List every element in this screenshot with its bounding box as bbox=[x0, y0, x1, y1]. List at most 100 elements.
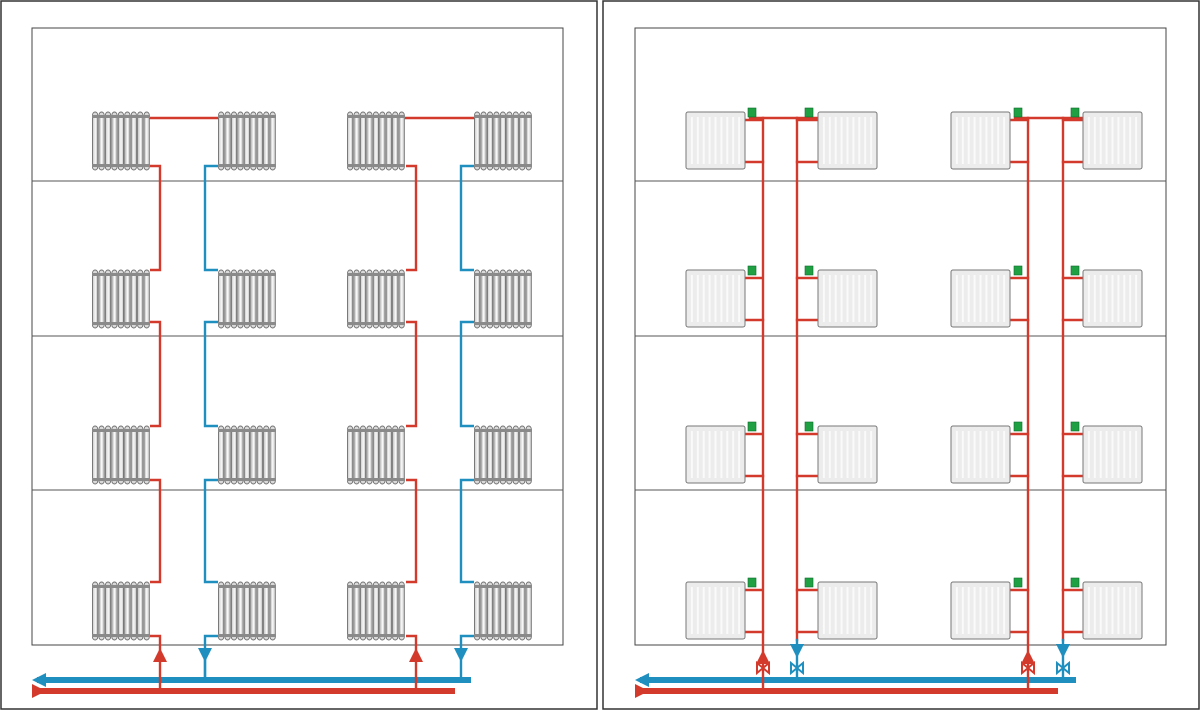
radiator-bottom-collector bbox=[218, 164, 276, 167]
radiator-top-collector bbox=[347, 273, 405, 276]
thermostatic-valve bbox=[1070, 107, 1080, 118]
radiator-bottom-collector bbox=[474, 478, 532, 481]
thermostatic-valve bbox=[747, 421, 757, 432]
sectional-radiator bbox=[474, 581, 532, 641]
radiator-bottom-collector bbox=[347, 478, 405, 481]
thermostatic-valve bbox=[804, 265, 814, 276]
radiator-bottom-collector bbox=[92, 478, 150, 481]
thermostatic-valve bbox=[804, 577, 814, 588]
return-riser-segment bbox=[203, 478, 218, 584]
balancing-valve bbox=[756, 660, 770, 676]
supply-flow-arrow bbox=[32, 684, 46, 698]
radiator-top-collector bbox=[218, 273, 276, 276]
thermostatic-valve bbox=[1013, 421, 1023, 432]
thermostatic-valve bbox=[747, 107, 757, 118]
sectional-radiator bbox=[218, 425, 276, 485]
right-panel-frame bbox=[602, 0, 1200, 710]
panel-radiator bbox=[950, 111, 1011, 170]
sectional-radiator bbox=[347, 581, 405, 641]
radiator-top-collector bbox=[474, 585, 532, 588]
return-down-arrow bbox=[454, 648, 468, 662]
radiator-bottom-collector bbox=[92, 322, 150, 325]
radiator-top-collector bbox=[218, 429, 276, 432]
return-riser-segment bbox=[459, 164, 474, 272]
thermostatic-valve bbox=[747, 265, 757, 276]
radiator-bottom-collector bbox=[92, 634, 150, 637]
radiator-top-collector bbox=[218, 585, 276, 588]
panel-radiator bbox=[1082, 425, 1143, 484]
panel-radiator bbox=[685, 581, 746, 640]
panel-radiator bbox=[685, 425, 746, 484]
balancing-valve bbox=[1056, 660, 1070, 676]
radiator-top-collector bbox=[218, 115, 276, 118]
panel-radiator bbox=[950, 425, 1011, 484]
return-down-arrow bbox=[198, 648, 212, 662]
thermostatic-valve bbox=[1070, 577, 1080, 588]
return-flow-arrow bbox=[32, 673, 46, 687]
radiator-top-collector bbox=[92, 273, 150, 276]
radiator-top-collector bbox=[92, 585, 150, 588]
radiator-bottom-collector bbox=[474, 164, 532, 167]
radiator-bottom-collector bbox=[218, 322, 276, 325]
thermostatic-valve bbox=[804, 421, 814, 432]
sectional-radiator bbox=[218, 111, 276, 171]
panel-radiator bbox=[817, 581, 878, 640]
sectional-radiator bbox=[92, 425, 150, 485]
sectional-radiator bbox=[218, 269, 276, 329]
return-down-arrow bbox=[790, 644, 804, 658]
radiator-top-collector bbox=[92, 429, 150, 432]
panel-radiator bbox=[685, 111, 746, 170]
supply-riser-segment bbox=[150, 320, 162, 428]
supply-riser-segment bbox=[406, 164, 418, 272]
radiator-top-collector bbox=[92, 115, 150, 118]
supply-up-arrow bbox=[1021, 650, 1035, 664]
panel-radiator bbox=[817, 425, 878, 484]
two-pipe-system-diagram bbox=[635, 107, 1085, 698]
return-riser-segment bbox=[459, 320, 474, 428]
thermostatic-valve bbox=[1013, 577, 1023, 588]
panel-radiator bbox=[685, 269, 746, 328]
radiator-bottom-collector bbox=[474, 322, 532, 325]
return-down-arrow bbox=[1056, 644, 1070, 658]
return-flow-arrow bbox=[635, 673, 649, 687]
radiator-bottom-collector bbox=[218, 634, 276, 637]
panel-radiator bbox=[817, 269, 878, 328]
sectional-radiator bbox=[474, 425, 532, 485]
return-riser-segment bbox=[203, 320, 218, 428]
sectional-radiator bbox=[92, 581, 150, 641]
return-riser-segment bbox=[459, 478, 474, 584]
thermostatic-valve bbox=[804, 107, 814, 118]
panel-radiator bbox=[1082, 111, 1143, 170]
thermostatic-valve bbox=[1070, 265, 1080, 276]
supply-riser-segment bbox=[406, 320, 418, 428]
panel-radiator bbox=[950, 269, 1011, 328]
sectional-radiator bbox=[347, 269, 405, 329]
sectional-radiator bbox=[347, 111, 405, 171]
radiator-bottom-collector bbox=[218, 478, 276, 481]
panel-radiator bbox=[1082, 269, 1143, 328]
sectional-radiator bbox=[474, 111, 532, 171]
radiator-top-collector bbox=[347, 585, 405, 588]
panel-radiator bbox=[950, 581, 1011, 640]
thermostatic-valve bbox=[1013, 265, 1023, 276]
radiator-top-collector bbox=[474, 115, 532, 118]
sectional-radiator bbox=[218, 581, 276, 641]
radiator-bottom-collector bbox=[474, 634, 532, 637]
panel-radiator bbox=[1082, 581, 1143, 640]
sectional-radiator bbox=[92, 111, 150, 171]
thermostatic-valve bbox=[747, 577, 757, 588]
supply-up-arrow bbox=[409, 648, 423, 662]
single-pipe-system-diagram bbox=[32, 116, 476, 698]
radiator-bottom-collector bbox=[347, 322, 405, 325]
radiator-top-collector bbox=[474, 429, 532, 432]
balancing-valve bbox=[1021, 660, 1035, 676]
balancing-valve bbox=[790, 660, 804, 676]
sectional-radiator bbox=[347, 425, 405, 485]
radiator-top-collector bbox=[347, 115, 405, 118]
sectional-radiator bbox=[92, 269, 150, 329]
return-riser-segment bbox=[203, 164, 218, 272]
supply-riser-segment bbox=[150, 164, 162, 272]
thermostatic-valve bbox=[1070, 421, 1080, 432]
